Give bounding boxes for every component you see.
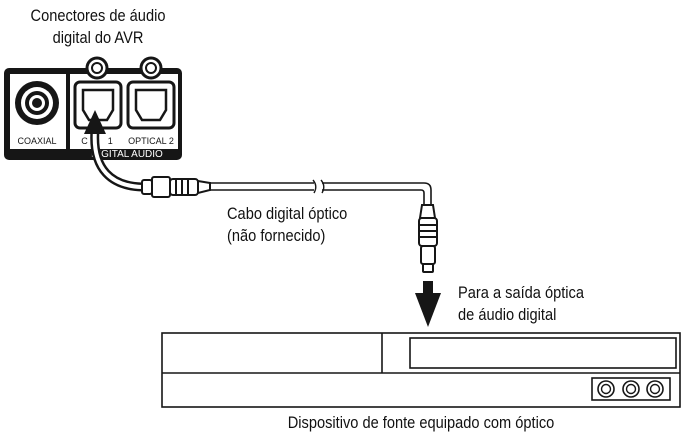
avr-connectors-title-line1: Conectores de áudio [30,6,166,25]
panel-knob-2 [139,56,163,80]
source-device [161,332,681,408]
optical-1-jack [73,80,123,130]
digital-audio-band-label: DIGITAL AUDIO [91,149,163,160]
optical-2-jack [126,80,176,130]
coaxial-jack [15,81,59,125]
rca-jack-1 [597,380,615,398]
down-arrow-icon [415,281,441,327]
rca-jack-3 [646,380,664,398]
vertical-optical-plug [418,204,438,273]
output-label-line1: Para a saída óptica [458,283,584,302]
coaxial-label: COAXIAL [17,136,56,146]
avr-digital-audio-panel: COAXIAL C 1 OPTICAL 2 DIGITAL AUDIO [4,56,182,160]
rca-jack-2 [622,380,640,398]
cable-label-line1: Cabo digital óptico [227,204,348,223]
optical-2-label: OPTICAL 2 [128,136,174,146]
device-rca-jacks [591,377,671,401]
horizontal-optical-plug [141,176,211,198]
panel-knob-1 [85,56,109,80]
cable-label-line2: (não fornecido) [227,226,326,245]
output-label-line2: de áudio digital [458,305,557,324]
optical-cable [90,129,432,205]
device-caption: Dispositivo de fonte equipado com óptico [287,413,555,432]
insert-arrowhead [84,110,106,134]
avr-connectors-title-line2: digital do AVR [52,28,144,47]
